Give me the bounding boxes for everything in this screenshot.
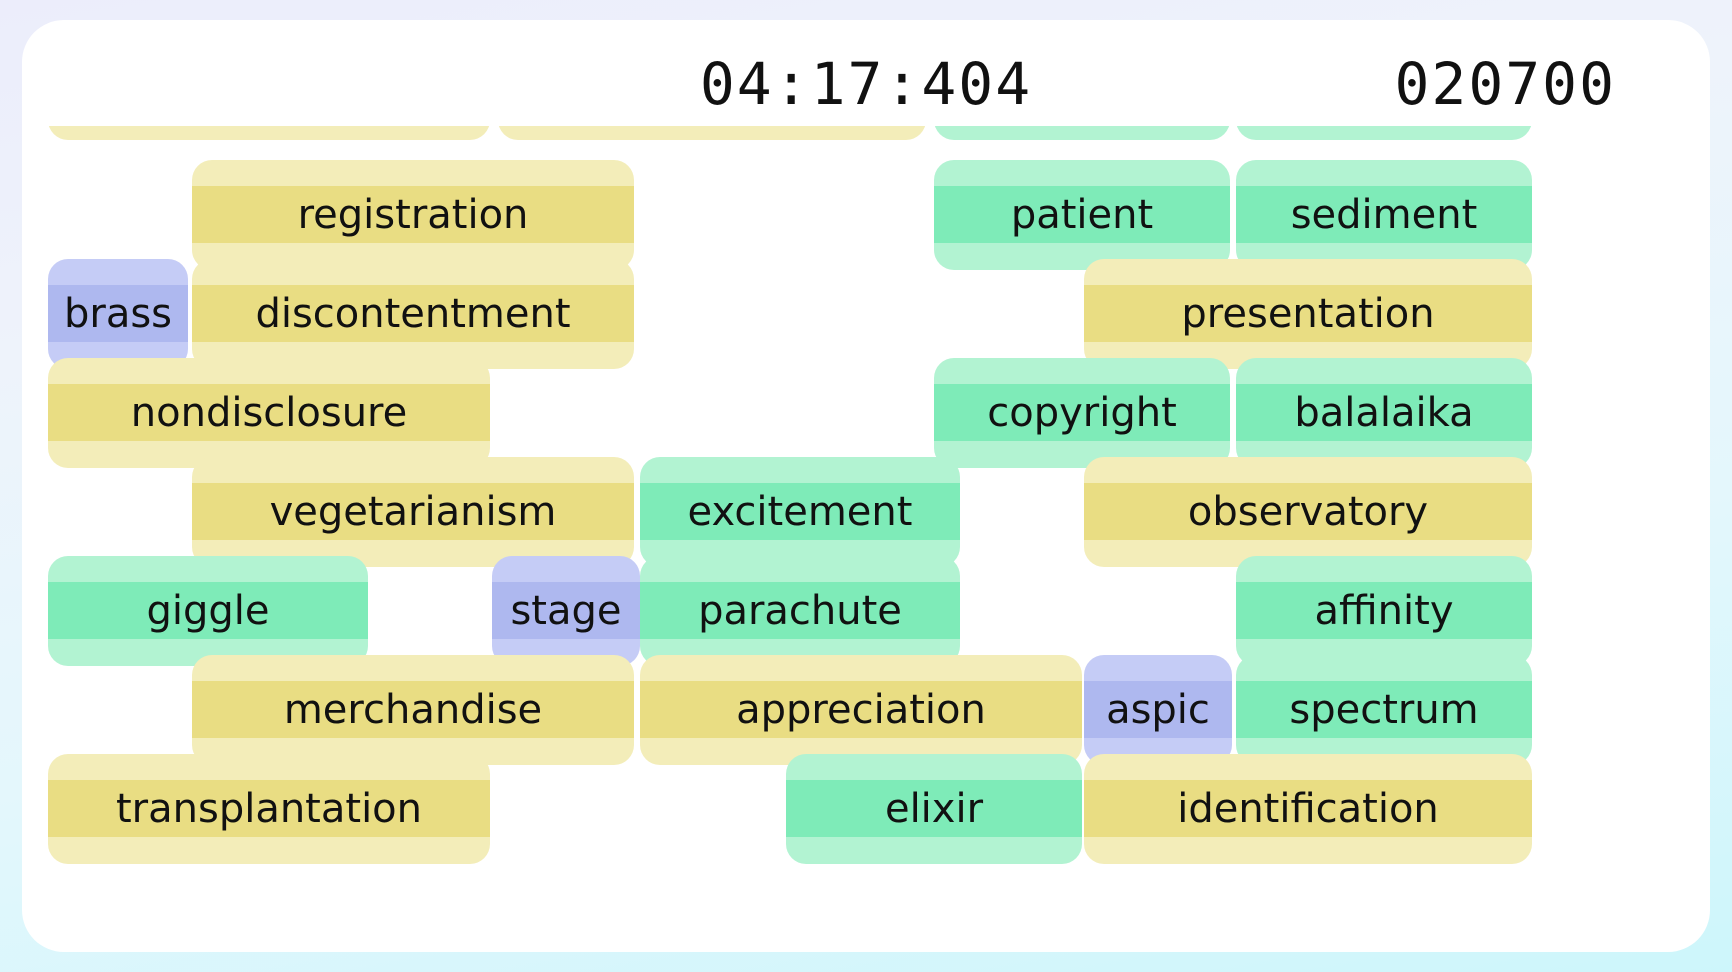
tile-label: transplantation xyxy=(115,786,422,832)
tile-label: brass xyxy=(63,291,173,337)
word-tile[interactable]: observatory xyxy=(1084,457,1532,567)
tile-band xyxy=(1236,681,1532,738)
game-header: 04:17:404 020700 xyxy=(22,20,1710,126)
tile-label: nondisclosure xyxy=(130,390,408,436)
word-tile[interactable]: nondisclosure xyxy=(48,358,490,468)
word-tile[interactable]: parachute xyxy=(640,556,960,666)
word-tile[interactable]: registration xyxy=(192,160,634,270)
word-tile[interactable]: aspic xyxy=(1084,655,1232,765)
word-tile[interactable]: spectrum xyxy=(1236,655,1532,765)
tile-band xyxy=(48,780,490,837)
tile-band xyxy=(786,780,1082,837)
tile-label: identification xyxy=(1177,786,1439,832)
word-tile[interactable]: merchandise xyxy=(192,655,634,765)
word-tile-clipped[interactable] xyxy=(498,126,926,140)
timer-display: 04:17:404 xyxy=(699,50,1033,118)
tile-label: giggle xyxy=(146,588,270,634)
tile-label: merchandise xyxy=(283,687,543,733)
word-tile-board: registration patient sediment brass disconte… xyxy=(22,126,1710,952)
tile-label: excitement xyxy=(687,489,913,535)
tile-band xyxy=(1084,483,1532,540)
word-tile-clipped[interactable] xyxy=(48,126,490,140)
game-card: 04:17:404 020700 registration patient sedi… xyxy=(22,20,1710,952)
score-display: 020700 xyxy=(1394,50,1616,118)
tile-label: patient xyxy=(1010,192,1154,238)
word-tile[interactable]: elixir xyxy=(786,754,1082,864)
tile-band xyxy=(1236,582,1532,639)
word-tile[interactable]: giggle xyxy=(48,556,368,666)
tile-band xyxy=(1084,285,1532,342)
word-tile[interactable]: appreciation xyxy=(640,655,1082,765)
tile-label: affinity xyxy=(1314,588,1454,634)
tile-label: observatory xyxy=(1187,489,1429,535)
word-tile[interactable]: presentation xyxy=(1084,259,1532,369)
tile-label: presentation xyxy=(1181,291,1435,337)
tile-band xyxy=(1084,681,1232,738)
tile-label: balalaika xyxy=(1294,390,1474,436)
word-tile[interactable]: patient xyxy=(934,160,1230,270)
tile-band xyxy=(48,285,188,342)
tile-label: registration xyxy=(297,192,529,238)
word-tile[interactable]: transplantation xyxy=(48,754,490,864)
word-tile[interactable]: balalaika xyxy=(1236,358,1532,468)
tile-label: parachute xyxy=(698,588,902,634)
tile-band xyxy=(48,582,368,639)
tile-band xyxy=(492,582,640,639)
word-tile[interactable]: excitement xyxy=(640,457,960,567)
tile-band xyxy=(1236,384,1532,441)
tile-band xyxy=(934,186,1230,243)
tile-band xyxy=(1236,186,1532,243)
tile-band xyxy=(1084,780,1532,837)
word-tile[interactable]: discontentment xyxy=(192,259,634,369)
word-tile[interactable]: copyright xyxy=(934,358,1230,468)
tile-band xyxy=(192,186,634,243)
word-tile-clipped[interactable] xyxy=(1236,126,1532,140)
word-tile[interactable]: vegetarianism xyxy=(192,457,634,567)
tile-label: aspic xyxy=(1106,687,1210,733)
tile-band xyxy=(640,582,960,639)
tile-band xyxy=(192,285,634,342)
tile-label: discontentment xyxy=(255,291,571,337)
word-tile[interactable]: identification xyxy=(1084,754,1532,864)
tile-label: vegetarianism xyxy=(269,489,557,535)
word-tile[interactable]: stage xyxy=(492,556,640,666)
word-tile-clipped[interactable] xyxy=(934,126,1230,140)
tile-label: spectrum xyxy=(1289,687,1479,733)
tile-label: copyright xyxy=(987,390,1177,436)
tile-band xyxy=(48,384,490,441)
word-tile[interactable]: sediment xyxy=(1236,160,1532,270)
tile-label: appreciation xyxy=(736,687,986,733)
tile-label: elixir xyxy=(884,786,984,832)
tile-label: stage xyxy=(510,588,622,634)
word-tile[interactable]: affinity xyxy=(1236,556,1532,666)
tile-band xyxy=(934,384,1230,441)
tile-band xyxy=(640,483,960,540)
tile-band xyxy=(192,483,634,540)
tile-label: sediment xyxy=(1290,192,1478,238)
tile-band xyxy=(640,681,1082,738)
tile-band xyxy=(192,681,634,738)
word-tile[interactable]: brass xyxy=(48,259,188,369)
